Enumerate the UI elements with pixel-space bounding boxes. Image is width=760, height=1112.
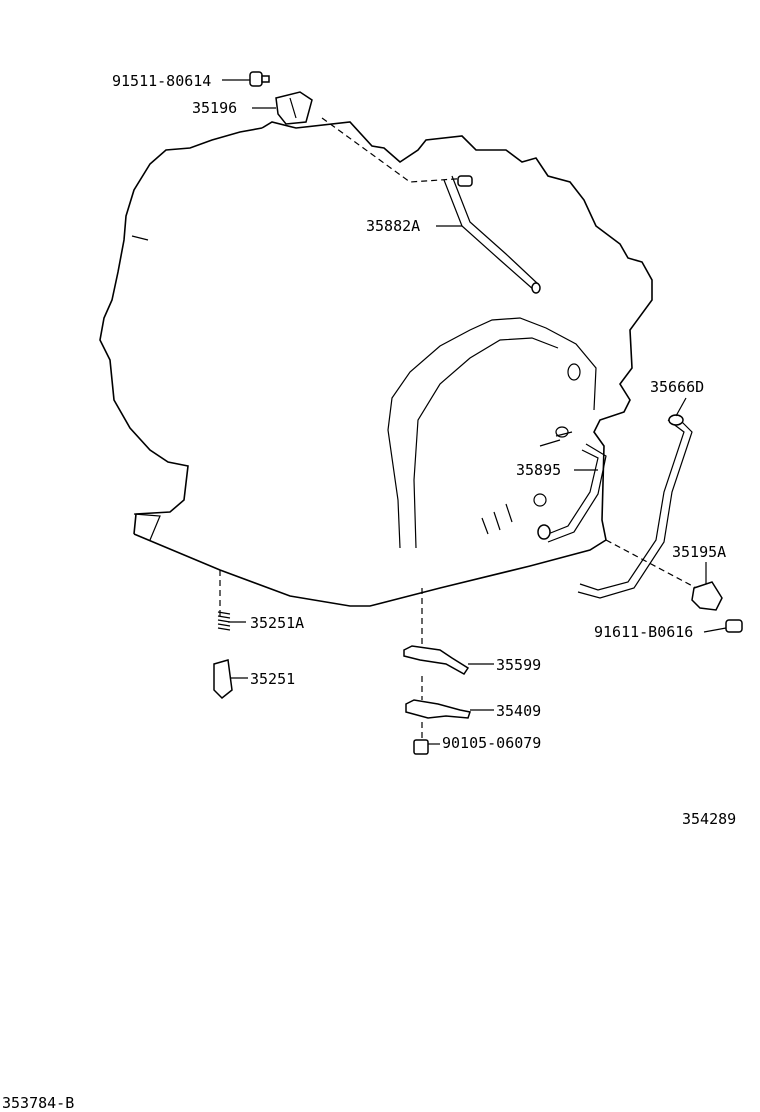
- label-bolt-right: 91611-B0616: [594, 623, 693, 641]
- label-bolt-bottom: 90105-06079: [442, 734, 541, 752]
- label-clamp-right: 35195A: [672, 543, 726, 561]
- bracket-upper-part: [403, 645, 470, 675]
- bolt-top-part: [249, 71, 270, 87]
- hose-right-part: [577, 414, 693, 599]
- bolt-right-part: [725, 619, 743, 633]
- label-bolt-top: 91511-80614: [112, 72, 211, 90]
- clamp-top-part: [275, 91, 313, 125]
- pipe-center-part: [537, 443, 607, 543]
- pin-part: [213, 659, 233, 700]
- figure-number: 354289: [682, 810, 736, 828]
- leader-lines: [222, 79, 727, 745]
- label-pin: 35251: [250, 670, 295, 688]
- pipe-upper-part: [443, 175, 541, 294]
- label-pipe-upper: 35882A: [366, 217, 420, 235]
- label-bracket-upper: 35599: [496, 656, 541, 674]
- bolt-bottom-part: [413, 739, 429, 755]
- bracket-lower-part: [405, 699, 471, 719]
- label-bracket-lower: 35409: [496, 702, 541, 720]
- label-hose-right: 35666D: [650, 378, 704, 396]
- transmission-housing: [99, 117, 701, 740]
- label-clamp-top: 35196: [192, 99, 237, 117]
- label-pipe-center: 35895: [516, 461, 561, 479]
- label-spring: 35251A: [250, 614, 304, 632]
- clamp-right-part: [691, 581, 723, 611]
- diagram-code: 353784-B: [2, 1094, 74, 1112]
- spring-part: [217, 611, 231, 631]
